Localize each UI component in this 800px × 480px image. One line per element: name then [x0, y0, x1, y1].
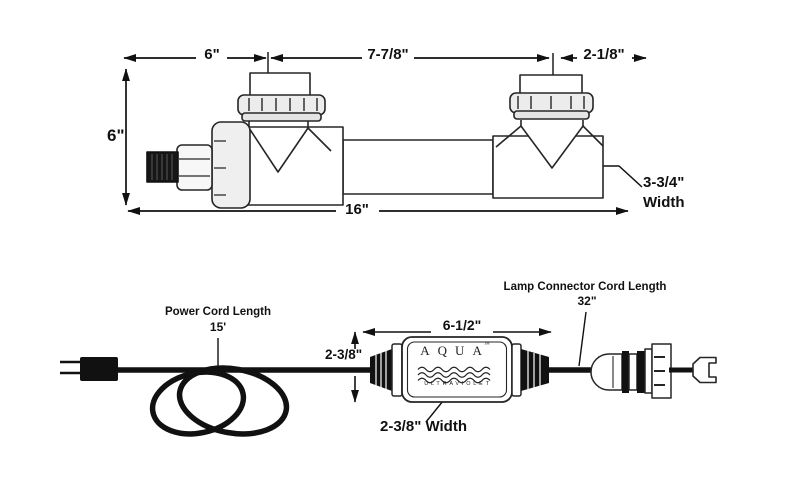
dim-label-ballast-width: 2-3/8" Width	[380, 418, 467, 435]
inlet-hex-nut	[176, 144, 213, 191]
dim-label-6in-top: 6"	[204, 46, 220, 63]
aqua-brand-name: AQUA	[420, 343, 490, 358]
right-top-port	[519, 74, 583, 95]
connector-barrel	[590, 353, 623, 391]
dim-label-7-7-8in: 7-7/8"	[367, 46, 409, 63]
inlet-threaded-nipple	[146, 151, 179, 183]
dim-label-16in: 16"	[345, 201, 369, 218]
uv-chamber-tube	[342, 139, 494, 195]
lamp-cord-length-value: 32"	[577, 294, 597, 308]
power-cord	[111, 365, 375, 437]
trademark-symbol: ™	[483, 341, 490, 348]
dim-label-ballast-height: 2-3/8"	[325, 347, 363, 362]
dim-label-6in-height: 6"	[107, 126, 125, 145]
ballast-box	[370, 336, 549, 403]
lamp-plug-tip	[692, 356, 717, 384]
inline-union-collar	[211, 121, 251, 209]
power-cord-length-value: 15'	[209, 320, 227, 334]
left-top-port	[249, 72, 311, 97]
power-cord-length-label: Power Cord Length	[164, 306, 272, 318]
uv-unit-drawing	[122, 52, 647, 215]
right-union-nut	[509, 92, 594, 120]
lamp-cord-length-label: Lamp Connector Cord Length	[503, 281, 667, 293]
right-cord-gland	[521, 349, 549, 391]
dim-label-width-word: Width	[643, 194, 685, 211]
uv-unit-dimension-lines	[122, 52, 647, 215]
left-union-nut	[237, 94, 326, 122]
aqua-brand-logo: AQUA™	[420, 341, 495, 358]
dim-label-2-1-8in: 2-1/8"	[583, 46, 625, 63]
dim-label-ballast-length: 6-1/2"	[442, 317, 482, 333]
dim-label-3-3-4in: 3-3/4"	[643, 174, 685, 191]
aqua-brand-subtitle: ULTRAVIOLET	[424, 381, 492, 387]
power-plug	[60, 357, 118, 381]
right-funnel	[495, 120, 604, 169]
aqua-logo-waves	[417, 366, 491, 384]
ballast-drawing	[60, 311, 717, 437]
lamp-connector-cord	[549, 343, 717, 399]
ballast-dimension-lines	[217, 311, 587, 423]
